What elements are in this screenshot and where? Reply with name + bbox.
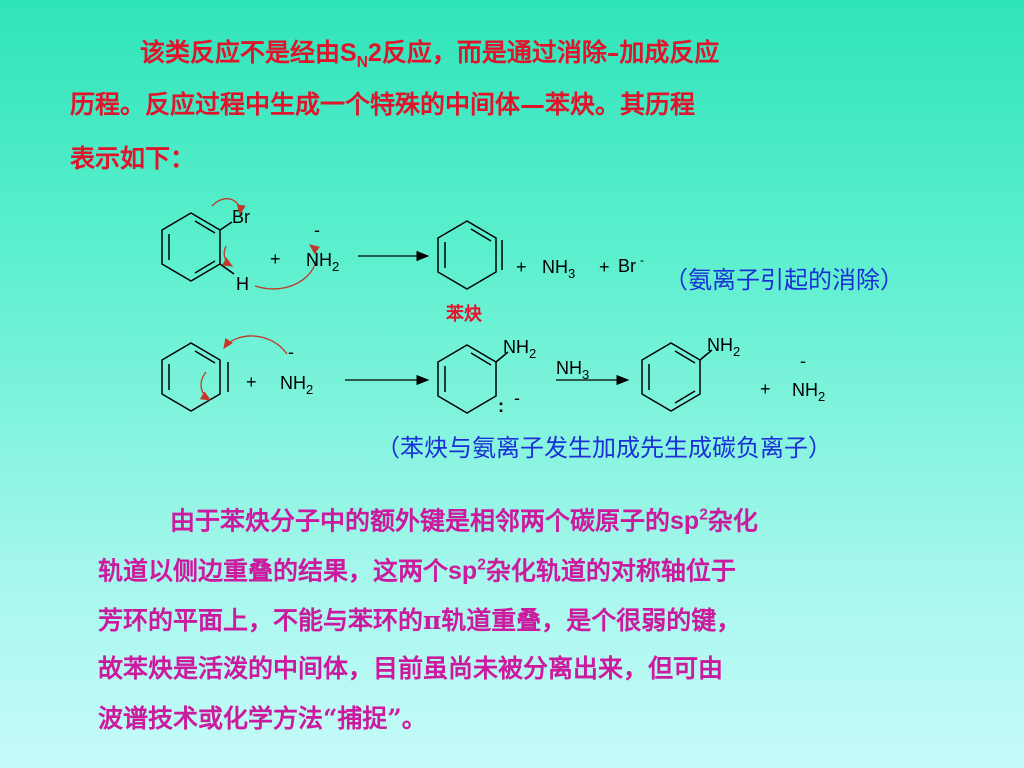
lone-pair: : — [498, 396, 504, 416]
body-line-2: 轨道以侧边重叠的结果，这两个sp2杂化轨道的对称轴位于 — [98, 556, 736, 586]
benzyne-label: 苯炔 — [446, 304, 482, 325]
amide-r1: NH2 — [306, 250, 339, 274]
electron-arrow-3 — [211, 198, 246, 216]
intro-line-3: 表示如下： — [70, 144, 196, 173]
intro-text-a: 该类反应不是经由 — [140, 38, 341, 67]
electron-arrow-2 — [221, 245, 234, 267]
h-label: H — [236, 274, 249, 294]
body-line-3: 芳环的平面上，不能与苯环的π轨道重叠，是个很弱的键， — [98, 606, 742, 635]
br-label: Br — [232, 207, 250, 227]
body-line-1: 由于苯炔分子中的额外键是相邻两个碳原子的sp2杂化 — [170, 506, 758, 536]
electron-arrow-5 — [199, 371, 212, 401]
sp2-label-2: sp2 — [448, 557, 486, 586]
plus-r1: + — [270, 249, 281, 269]
sn2-label: SN2 — [340, 39, 382, 71]
caption-addition: （苯炔与氨离子发生加成先生成碳负离子） — [376, 434, 832, 462]
charge-r2: - — [288, 342, 294, 362]
sp2-label-1: sp2 — [670, 507, 708, 536]
electron-arrow-4 — [223, 335, 288, 355]
plus-r1c: + — [599, 257, 610, 277]
amide-r2b: NH2 — [792, 380, 825, 404]
body-line-4: 故苯炔是活泼的中间体，目前虽尚未被分离出来，但可由 — [98, 654, 724, 683]
reagent-nh3: NH3 — [556, 358, 589, 382]
body-line-5: 波谱技术或化学方法“捕捉”。 — [98, 704, 427, 733]
intro-text-b: 反应，而是通过消除–加成反应 — [381, 38, 720, 67]
benzyne-2 — [161, 342, 229, 412]
caption-elimination: （氨离子引起的消除） — [664, 266, 904, 294]
aniline — [641, 342, 713, 412]
bromide-r1: Br- — [618, 253, 644, 276]
electron-arrow-1 — [254, 244, 321, 290]
charge-r2b: - — [800, 351, 806, 371]
carbanion-intermediate — [437, 344, 509, 414]
intro-line-2: 历程。反应过程中生成一个特殊的中间体—苯炔。其历程 — [70, 90, 696, 119]
aniline-amino: NH2 — [707, 335, 740, 359]
ammonia-r1: NH3 — [542, 257, 575, 281]
intro-line-1: 该类反应不是经由SN2反应，而是通过消除–加成反应 — [140, 40, 719, 71]
plus-r1b: + — [516, 257, 527, 277]
charge-r1: - — [314, 220, 320, 240]
charge-int: - — [514, 388, 520, 408]
amide-r2: NH2 — [280, 373, 313, 397]
reaction-scheme: Br H + - NH2 + NH3 + Br- + - NH2 NH2 : -… — [161, 198, 825, 416]
int-amino: NH2 — [503, 337, 536, 361]
plus-r2b: + — [760, 379, 771, 399]
bromobenzene — [161, 212, 235, 282]
plus-r2: + — [246, 372, 257, 392]
benzyne — [437, 220, 503, 290]
